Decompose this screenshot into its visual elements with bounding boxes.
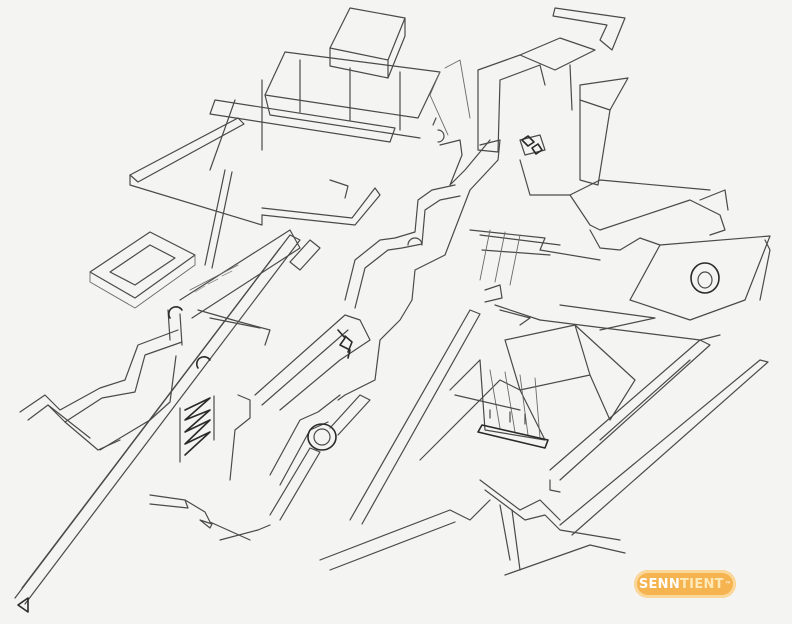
ramp-structure xyxy=(449,304,721,449)
lower-left-corridor xyxy=(149,394,271,541)
right-platform xyxy=(469,159,771,321)
center-roadway xyxy=(254,139,501,486)
triangle-marker-icon xyxy=(17,597,29,613)
top-right-columns xyxy=(432,7,629,186)
logo-text-part2: TIENT xyxy=(680,576,724,592)
center-arrows xyxy=(337,329,353,359)
right-diagonal-road xyxy=(319,309,521,571)
lower-right-ramps xyxy=(479,239,771,576)
logo-trademark: ™ xyxy=(724,580,732,588)
top-building xyxy=(209,7,471,171)
logo-text-part1: SENN xyxy=(638,576,681,592)
spring-coil xyxy=(179,395,215,463)
left-zigzag-path xyxy=(19,329,183,451)
main-diagonal-track xyxy=(14,229,301,605)
center-loop-ring xyxy=(269,394,371,521)
left-loop-track xyxy=(129,117,381,269)
left-square-pad xyxy=(89,231,196,309)
